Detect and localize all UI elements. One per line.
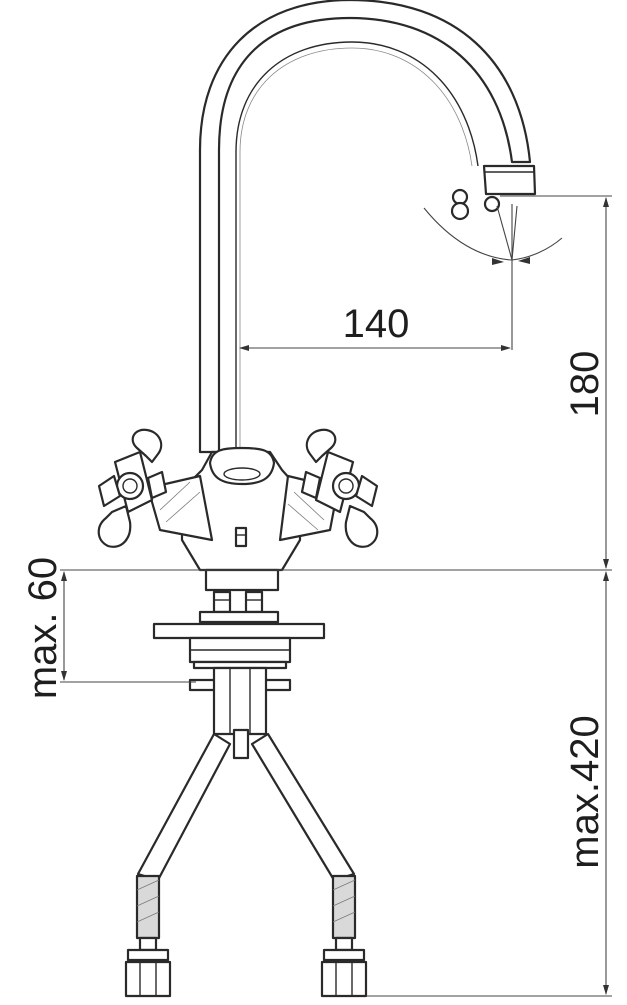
spout-height-label: 180 — [563, 351, 607, 418]
spout-height-dimension: 180 — [500, 195, 612, 569]
base-ring — [204, 568, 280, 592]
deck-thickness-dimension: max. 60 — [21, 557, 196, 699]
deck-thickness-label: max. 60 — [21, 557, 65, 699]
reach-label: 140 — [343, 302, 410, 346]
hose-length-dimension: max.420 — [366, 571, 612, 997]
hose-length-label: max.420 — [563, 715, 607, 868]
left-flexible-hose — [124, 732, 232, 998]
mixer-body — [146, 446, 340, 572]
left-cross-handle — [97, 428, 168, 548]
swivel-symbol — [423, 188, 563, 265]
right-cross-handle — [300, 428, 379, 548]
aerator — [482, 164, 537, 196]
reach-dimension: 140 — [239, 204, 513, 351]
gooseneck-spout — [198, 0, 532, 455]
fixing-assembly — [152, 590, 326, 760]
right-flexible-hose — [250, 732, 368, 998]
